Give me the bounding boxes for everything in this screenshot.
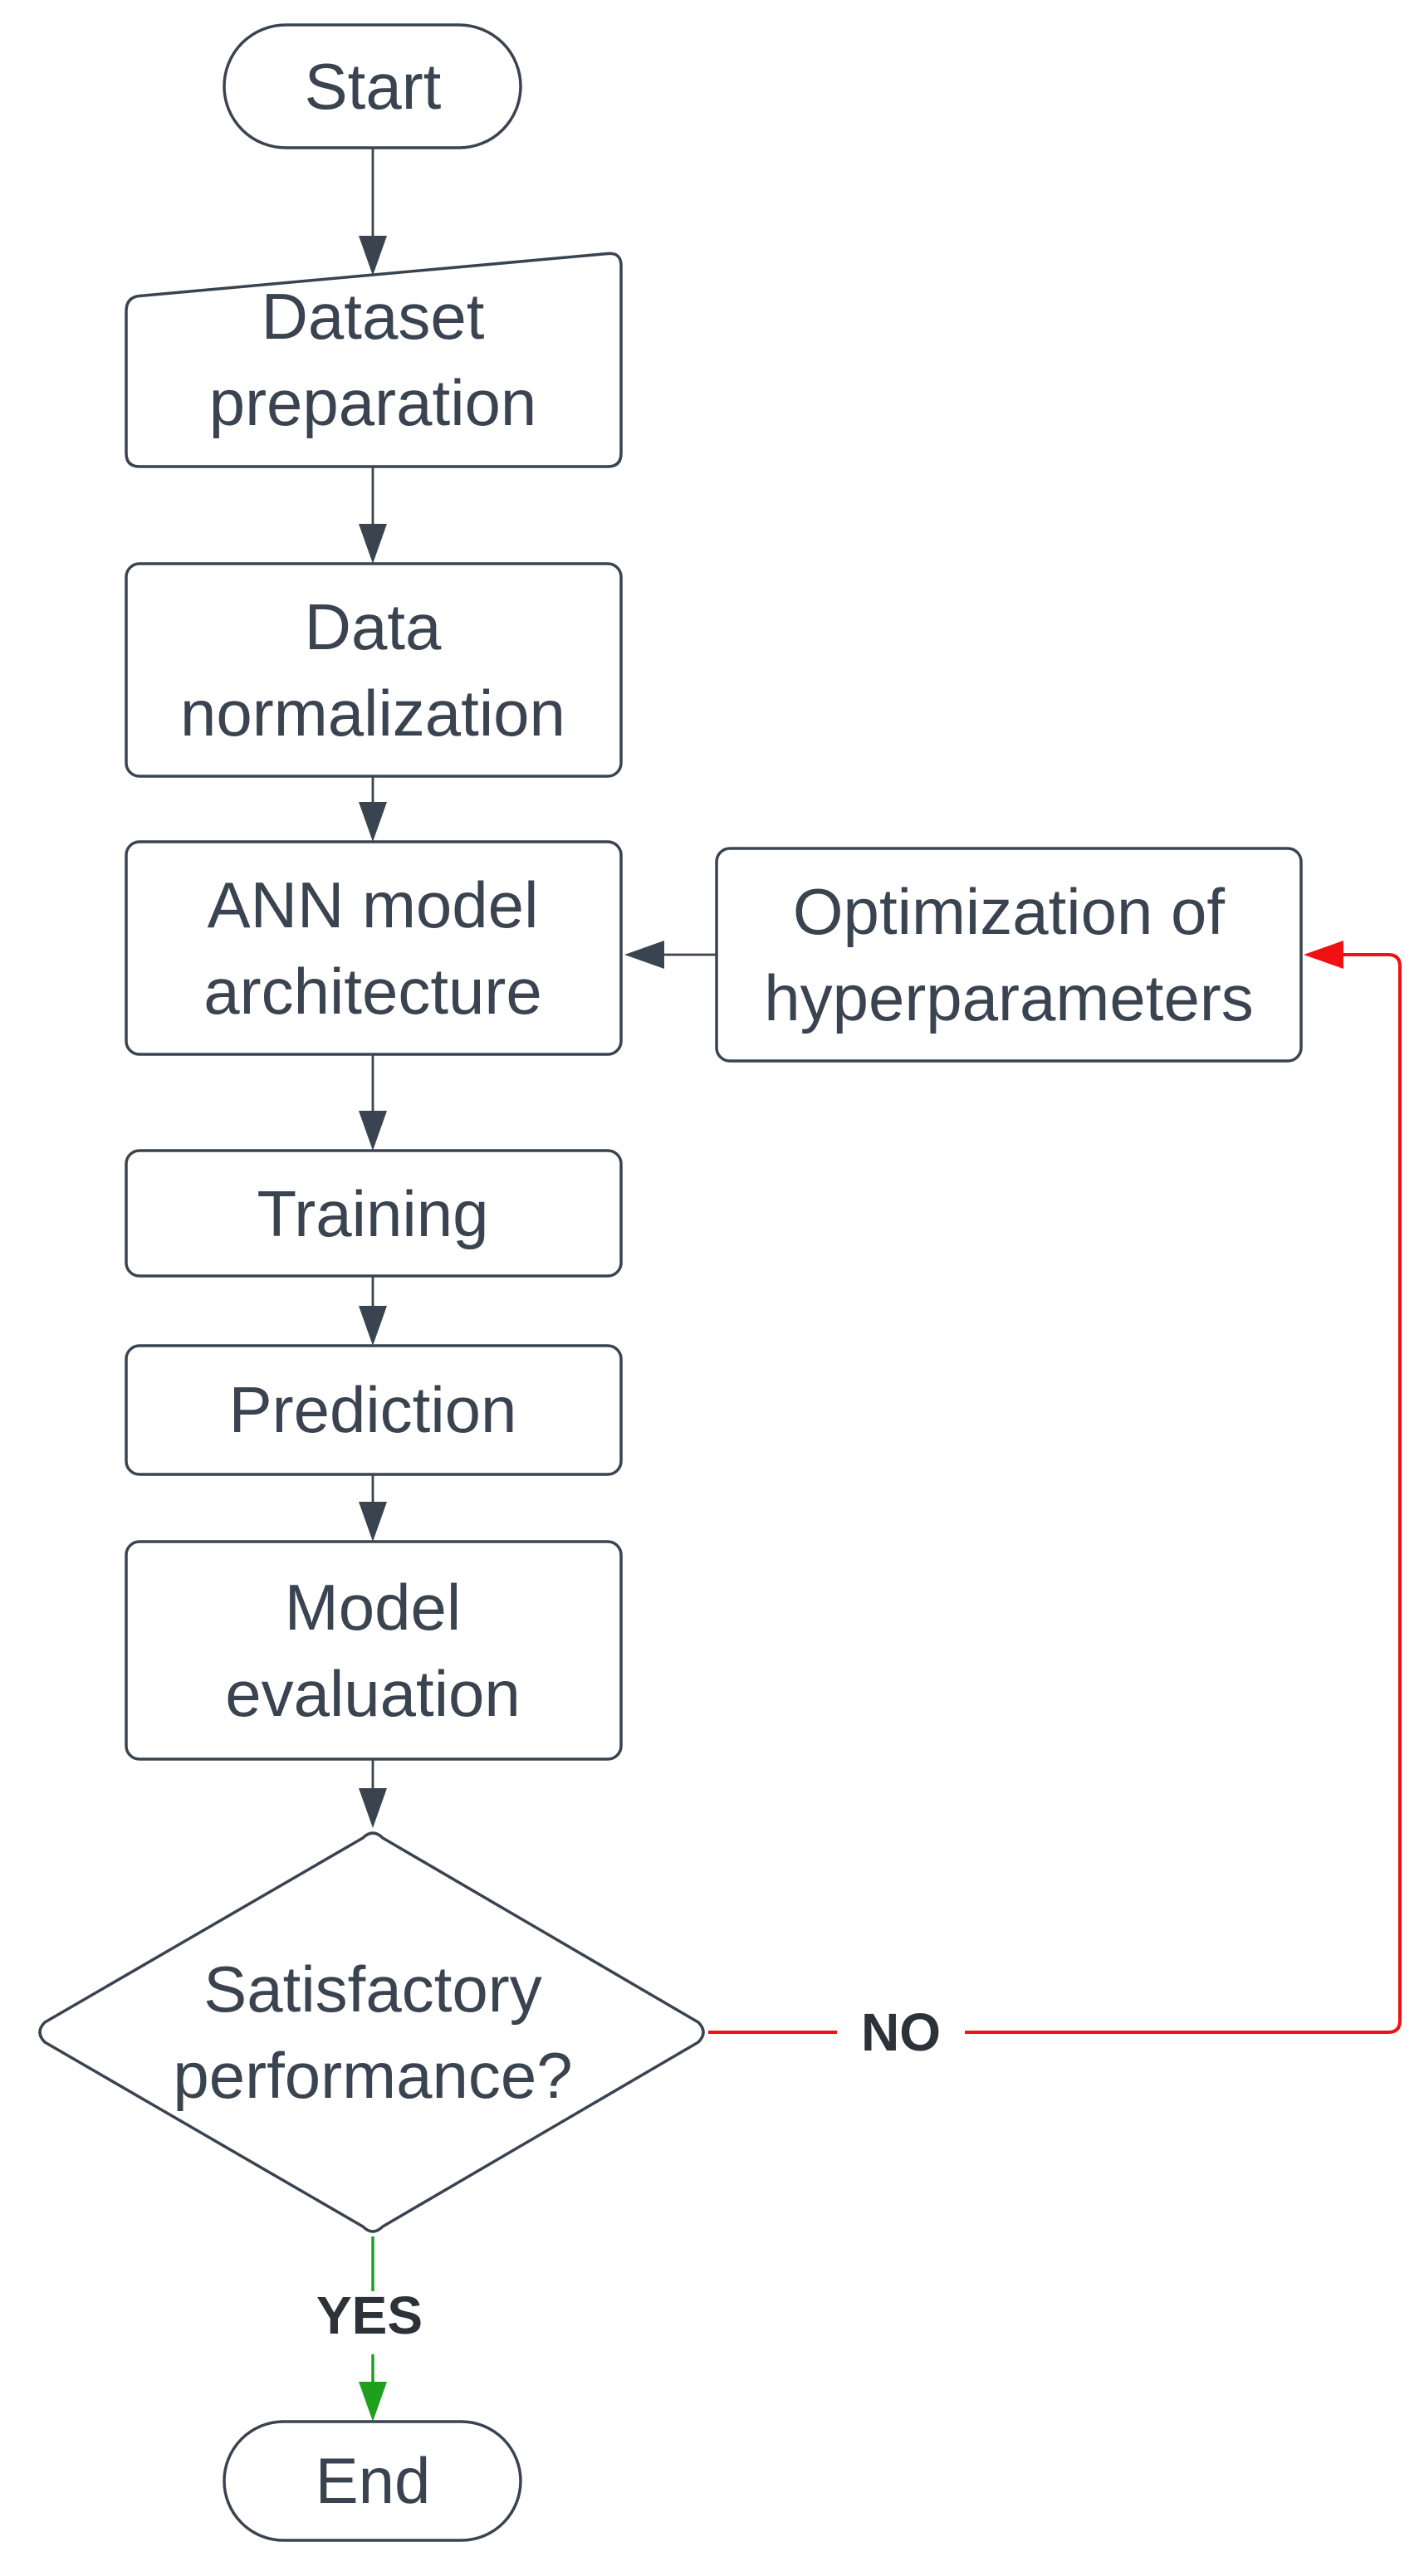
- node-training: Training: [125, 1149, 623, 1278]
- edge-yes-to-end: YES: [316, 2236, 423, 2422]
- node-model-evaluation: Model evaluation: [125, 1540, 623, 1761]
- edge-start-to-dataset: [359, 148, 387, 276]
- model-evaluation-label-line2: evaluation: [225, 1657, 521, 1730]
- model-evaluation-label-line1: Model: [285, 1571, 461, 1644]
- dataset-preparation-manual-input-shape: [125, 252, 623, 468]
- edge-normalization-to-ann: [359, 776, 387, 842]
- arrow-down-icon: [359, 524, 387, 564]
- node-ann-model-architecture: ANN model architecture: [125, 840, 623, 1056]
- edge-prediction-to-evaluation: [359, 1474, 387, 1542]
- arrow-left-icon: [624, 941, 664, 969]
- node-satisfactory-performance: Satisfactory performance?: [38, 1831, 705, 2233]
- data-normalization-process-shape: [125, 562, 623, 778]
- arrow-left-icon: [1304, 941, 1343, 969]
- edge-training-to-prediction: [359, 1276, 387, 1346]
- no-edge-line: [708, 953, 1402, 2034]
- ann-model-architecture-process-shape: [125, 840, 623, 1056]
- node-end: End: [223, 2420, 522, 2542]
- data-normalization-label-line1: Data: [305, 590, 442, 663]
- edge-ann-to-training: [359, 1054, 387, 1151]
- dataset-preparation-label-line1: Dataset: [262, 280, 485, 353]
- node-prediction: Prediction: [125, 1344, 623, 1476]
- edge-optimization-to-ann: [624, 941, 717, 969]
- arrow-down-icon: [359, 236, 387, 276]
- decision-label-line2: performance?: [173, 2039, 572, 2112]
- edge-no-feedback-loop: NO: [708, 941, 1402, 2067]
- prediction-process-shape: [125, 1344, 623, 1476]
- data-normalization-label-line2: normalization: [180, 677, 565, 750]
- decision-label-line1: Satisfactory: [203, 1953, 541, 2026]
- no-edge-label: NO: [861, 2002, 941, 2062]
- node-dataset-preparation: Dataset preparation: [125, 252, 623, 468]
- node-start: Start: [223, 23, 522, 149]
- ann-model-architecture-label-line2: architecture: [203, 955, 542, 1028]
- arrow-down-icon: [359, 1306, 387, 1346]
- optimization-label-line1: Optimization of: [793, 875, 1226, 948]
- model-evaluation-process-shape: [125, 1540, 623, 1761]
- arrow-down-icon: [359, 1502, 387, 1542]
- optimization-label-line2: hyperparameters: [764, 961, 1254, 1034]
- dataset-preparation-label-line2: preparation: [209, 366, 537, 439]
- start-label: Start: [305, 50, 442, 123]
- yes-edge-label: YES: [316, 2285, 423, 2345]
- edge-evaluation-to-decision: [359, 1759, 387, 1828]
- end-terminator-shape: [223, 2420, 522, 2542]
- arrow-down-icon: [359, 802, 387, 842]
- optimization-of-hyperparameters-process-shape: [715, 847, 1303, 1063]
- training-label: Training: [257, 1177, 489, 1250]
- node-data-normalization: Data normalization: [125, 562, 623, 778]
- arrow-down-icon: [359, 2382, 387, 2422]
- node-optimization-of-hyperparameters: Optimization of hyperparameters: [715, 847, 1303, 1063]
- start-terminator-shape: [223, 23, 522, 149]
- no-label-background: [837, 1994, 965, 2067]
- ann-model-architecture-label-line1: ANN model: [208, 868, 539, 941]
- edge-dataset-to-normalization: [359, 467, 387, 564]
- satisfactory-performance-decision-shape: [38, 1831, 705, 2233]
- prediction-label: Prediction: [229, 1373, 517, 1446]
- end-label: End: [316, 2444, 431, 2517]
- arrow-down-icon: [359, 1788, 387, 1828]
- training-process-shape: [125, 1149, 623, 1278]
- arrow-down-icon: [359, 1111, 387, 1151]
